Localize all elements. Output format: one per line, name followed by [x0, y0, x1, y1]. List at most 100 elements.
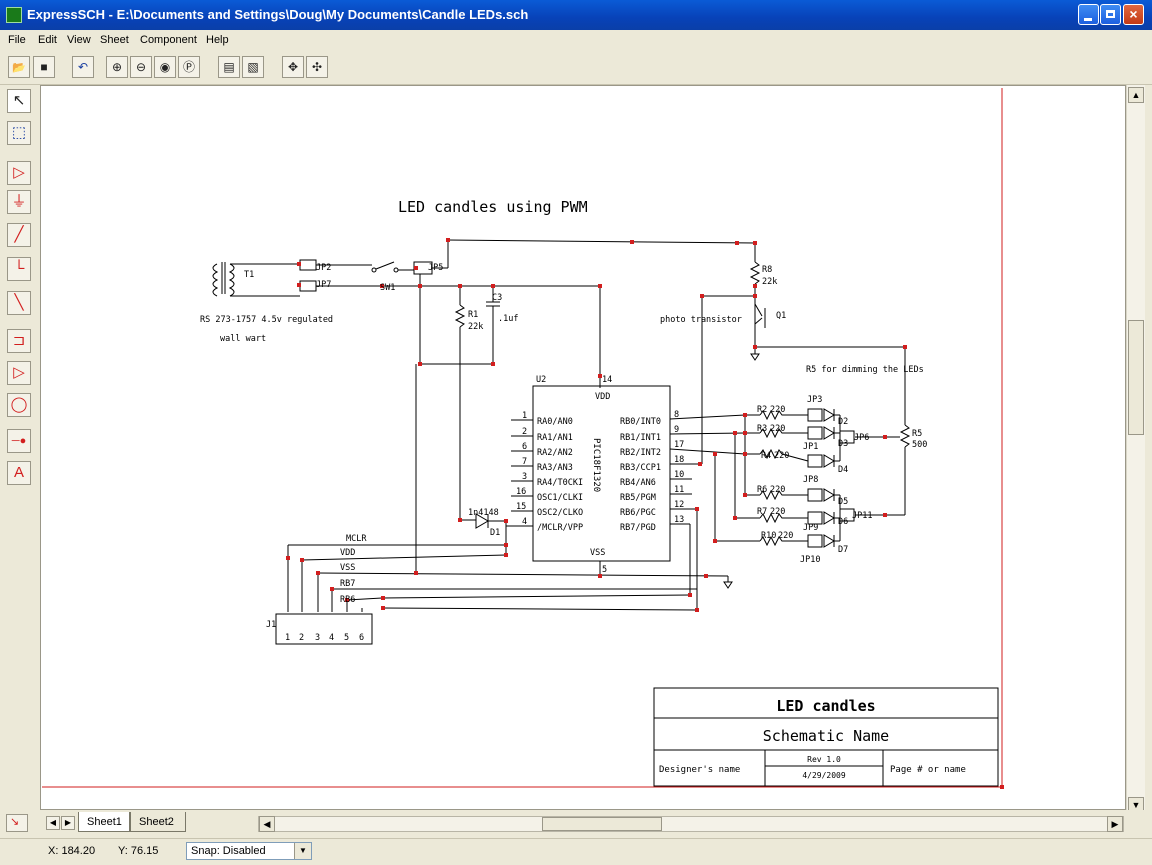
zoom-out-button[interactable]: ⊖	[130, 56, 152, 78]
j1-pin-number: 1	[285, 633, 290, 643]
menu-file[interactable]: File	[8, 34, 26, 46]
pin-number: 18	[674, 455, 684, 465]
menu-edit[interactable]: Edit	[38, 34, 57, 46]
save-button[interactable]: ■	[33, 56, 55, 78]
d6-label: D6	[838, 517, 848, 527]
pin-name: RB1/INT1	[620, 433, 661, 443]
zoom-out-icon: ⊖	[135, 60, 147, 74]
r10-value: 220	[778, 531, 793, 541]
minimize-button[interactable]	[1078, 4, 1099, 25]
pin-name: OSC1/CLKI	[537, 493, 583, 503]
pan-button[interactable]: ✥	[282, 56, 304, 78]
wire-junction-tool[interactable]: ↘	[6, 814, 28, 832]
pin-number: 13	[674, 515, 684, 525]
scroll-up-button[interactable]: ▲	[1128, 87, 1144, 103]
ground-icon: ⏚	[11, 193, 27, 210]
pin-name: RA0/AN0	[537, 417, 573, 427]
restore-button[interactable]	[1100, 4, 1121, 25]
pan-all-button[interactable]: ✣	[306, 56, 328, 78]
tab-sheet1[interactable]: Sheet1	[78, 812, 130, 832]
note-wall-wart: wall wart	[220, 334, 266, 344]
scroll-left-button[interactable]: ◀	[259, 816, 275, 832]
pin-name: RA1/AN1	[537, 433, 573, 443]
junction-icon: ─●	[11, 435, 27, 447]
d1-diode	[475, 513, 489, 529]
scroll-right-button[interactable]: ▶	[1107, 816, 1123, 832]
open-button[interactable]: 📂	[8, 56, 30, 78]
zoom-fit-icon: ◉	[159, 60, 171, 74]
title-block-page: Page # or name	[890, 765, 966, 775]
corner-wire-tool[interactable]: └	[7, 257, 31, 281]
circle-tool[interactable]: ◯	[7, 393, 31, 417]
junction-tool[interactable]: ─●	[7, 429, 31, 453]
pin-number: 15	[516, 502, 526, 512]
properties-button[interactable]: ▤	[218, 56, 240, 78]
pin-number: 1	[522, 411, 527, 421]
title-bar: ExpressSCH - E:\Documents and Settings\D…	[0, 0, 1152, 30]
r6-label: R6	[757, 485, 767, 495]
vdd-net-label: VDD	[340, 548, 355, 558]
tab-sheet1-label: Sheet1	[87, 816, 122, 828]
d4-label: D4	[838, 465, 848, 475]
pin-number: 2	[522, 427, 527, 437]
jp3-label: JP3	[807, 395, 822, 405]
vdd-label: VDD	[595, 392, 610, 402]
bus-entry-tool[interactable]: ╲	[7, 291, 31, 315]
horizontal-scroll-thumb[interactable]	[542, 817, 662, 831]
r4-resistor	[759, 448, 809, 462]
status-x-coordinate: X: 184.20	[48, 845, 96, 857]
pin-number: 12	[674, 500, 684, 510]
wire-icon: ╱	[14, 226, 24, 243]
next-sheet-button[interactable]: ▶	[61, 816, 75, 830]
status-y-coordinate: Y: 76.15	[118, 845, 159, 857]
undo-button[interactable]: ↶	[72, 56, 94, 78]
menu-bar: File Edit View Sheet Component Help	[0, 30, 1152, 50]
sheet-properties-button[interactable]: ▧	[242, 56, 264, 78]
tab-sheet2[interactable]: Sheet2	[130, 812, 186, 832]
ground-tool[interactable]: ⏚	[7, 190, 31, 214]
schematic-canvas[interactable]: LED candles using PWM	[40, 85, 1126, 810]
zoom-previous-button[interactable]: Ⓟ	[178, 56, 200, 78]
mclr-net-label: MCLR	[346, 534, 367, 544]
text-tool[interactable]: A	[7, 461, 31, 485]
d7-label: D7	[838, 545, 848, 555]
junction-dots	[286, 238, 1004, 789]
title-block-rev: Rev 1.0	[807, 755, 841, 764]
d2-label: D2	[838, 417, 848, 427]
net-port-tool[interactable]: ▷	[7, 361, 31, 385]
component-tool[interactable]: ⊐	[7, 329, 31, 353]
vertical-scrollbar[interactable]: ▲ ▼	[1126, 85, 1145, 826]
zoom-area-tool[interactable]: ⬚	[7, 121, 31, 145]
zoom-in-button[interactable]: ⊕	[106, 56, 128, 78]
r1-value: 22k	[468, 322, 483, 332]
select-arrow-icon: ↖	[12, 92, 26, 109]
pan-all-icon: ✣	[311, 60, 323, 74]
menu-component[interactable]: Component	[140, 34, 197, 46]
port-tool[interactable]: ▷	[7, 161, 31, 185]
rb7-net-label: RB7	[340, 579, 355, 589]
r5-pot	[899, 424, 911, 448]
close-button[interactable]: ×	[1123, 4, 1144, 25]
note-wall-wart-model: RS 273-1757 4.5v regulated	[200, 315, 333, 325]
j1-pins: 1 2 3 4 5 6	[285, 633, 364, 643]
menu-view[interactable]: View	[67, 34, 91, 46]
r2-value: 220	[770, 405, 785, 415]
menu-sheet[interactable]: Sheet	[100, 34, 129, 46]
pin-name: RB6/PGC	[620, 508, 656, 518]
vertical-scroll-thumb[interactable]	[1128, 320, 1144, 435]
menu-help[interactable]: Help	[206, 34, 229, 46]
prev-sheet-button[interactable]: ◀	[46, 816, 60, 830]
zoom-fit-button[interactable]: ◉	[154, 56, 176, 78]
wire-tool[interactable]: ╱	[7, 223, 31, 247]
properties-icon: ▤	[223, 60, 235, 74]
net-port-icon: ▷	[13, 364, 25, 381]
bus-entry-icon: ╲	[14, 294, 24, 311]
sheet-properties-icon: ▧	[247, 60, 259, 74]
pin-number: 6	[522, 442, 527, 452]
horizontal-scrollbar[interactable]: ◀ ▶	[258, 816, 1124, 832]
select-tool[interactable]: ↖	[7, 89, 31, 113]
chevron-down-icon: ▼	[294, 843, 311, 859]
snap-select[interactable]: Snap: Disabled ▼	[186, 842, 312, 860]
d7-led	[823, 534, 835, 548]
r5-value: 500	[912, 440, 927, 450]
